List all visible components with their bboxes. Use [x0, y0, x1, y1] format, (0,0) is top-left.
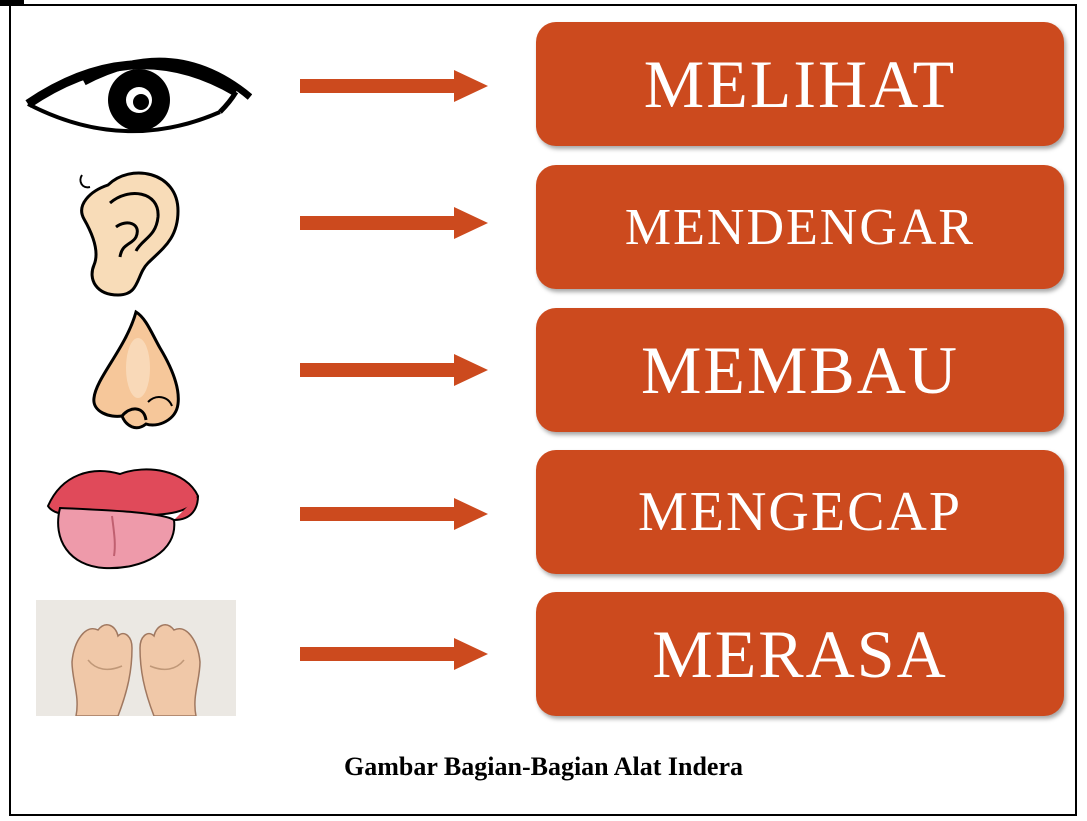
- arrow-icon: [298, 66, 490, 106]
- label-merasa: MERASA: [652, 615, 947, 694]
- label-mengecap: MENGECAP: [638, 480, 962, 544]
- eye-icon: [24, 42, 252, 142]
- label-box-membau: MEMBAU: [536, 308, 1064, 432]
- arrow-icon: [298, 203, 490, 243]
- label-box-melihat: MELIHAT: [536, 22, 1064, 146]
- page-corner-mark: [0, 0, 24, 6]
- sense-row-hands: MERASA: [0, 592, 1087, 722]
- label-box-merasa: MERASA: [536, 592, 1064, 716]
- label-box-mengecap: MENGECAP: [536, 450, 1064, 574]
- tongue-icon: [42, 460, 202, 574]
- sense-row-eye: MELIHAT: [0, 22, 1087, 152]
- sense-row-ear: MENDENGAR: [0, 165, 1087, 295]
- ear-icon: [70, 167, 188, 299]
- figure-caption: Gambar Bagian-Bagian Alat Indera: [0, 752, 1087, 782]
- hands-icon: [36, 600, 236, 716]
- label-membau: MEMBAU: [641, 331, 959, 410]
- sense-row-tongue: MENGECAP: [0, 450, 1087, 580]
- label-melihat: MELIHAT: [644, 45, 956, 124]
- nose-icon: [76, 308, 200, 440]
- arrow-icon: [298, 350, 490, 390]
- arrow-icon: [298, 494, 490, 534]
- label-box-mendengar: MENDENGAR: [536, 165, 1064, 289]
- label-mendengar: MENDENGAR: [625, 198, 975, 257]
- arrow-icon: [298, 634, 490, 674]
- sense-row-nose: MEMBAU: [0, 308, 1087, 438]
